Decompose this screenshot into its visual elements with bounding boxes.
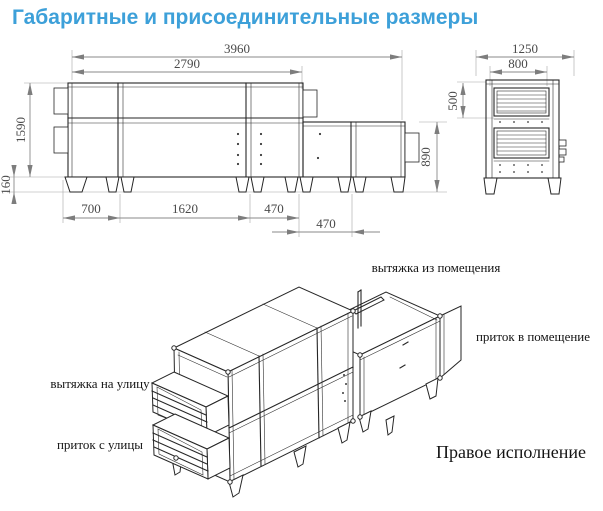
left-lower-duct-stub: [53, 126, 69, 154]
side-view: 1250 800 500: [445, 41, 575, 195]
front-view: 3960 2790 1590 160 890 700 1620 470 470: [0, 41, 447, 237]
dim-height: 1590: [13, 117, 28, 143]
foot: [64, 176, 88, 193]
side-grille-top: [493, 87, 550, 117]
dim-grille-height: 500: [445, 91, 460, 111]
dim-depth: 1250: [512, 41, 538, 56]
label-exhaust-from-room: вытяжка из помещения: [372, 260, 501, 275]
page-title: Габаритные и присоединительные размеры: [12, 6, 479, 29]
right-duct-stub: [404, 132, 420, 163]
label-supply-to-room: приток в помещение: [476, 329, 590, 344]
dim-pitch-4: 470: [316, 216, 336, 231]
iso-right-end-frame: [439, 305, 462, 380]
label-variant: Правое исполнение: [436, 442, 586, 462]
dim-grille-width: 800: [508, 56, 528, 71]
dim-pitch-2: 1620: [172, 201, 198, 216]
label-exhaust-to-street: вытяжка на улицу: [50, 376, 150, 391]
iso-view: вытяжка из помещения приток в помещение …: [50, 260, 590, 498]
dim-conn-length: 2790: [174, 56, 200, 71]
dim-overall-length: 3960: [224, 41, 250, 56]
label-intake-from-street: приток с улицы: [57, 437, 143, 452]
top-right-duct-stub: [302, 89, 318, 118]
dim-pitch-3: 470: [264, 201, 284, 216]
dim-base-height: 160: [0, 175, 13, 195]
side-grille-bottom: [493, 127, 550, 159]
dim-right-height: 890: [418, 147, 433, 167]
dim-pitch-1: 700: [81, 201, 101, 216]
left-upper-duct-stub: [53, 87, 69, 115]
